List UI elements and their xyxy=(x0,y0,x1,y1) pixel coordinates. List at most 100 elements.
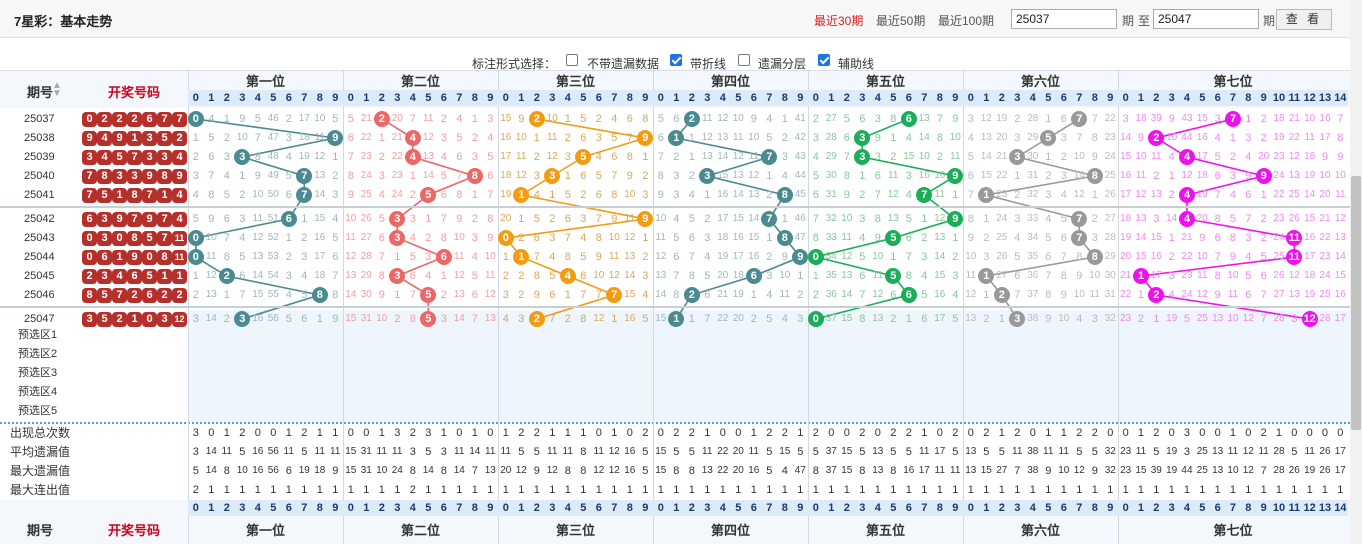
digit-footer: 6 xyxy=(1056,500,1072,516)
digit-footer: 6 xyxy=(436,500,452,516)
omission-cell: 1 xyxy=(502,251,509,263)
preselect-label[interactable]: 预选区2 xyxy=(18,348,58,360)
query-button[interactable]: 查 看 xyxy=(1276,9,1332,30)
preselect-label[interactable]: 预选区4 xyxy=(18,386,58,398)
omission-cell: 9 xyxy=(347,189,354,201)
stat-value: 37 xyxy=(825,446,837,457)
option-guide-checkbox[interactable] xyxy=(818,54,830,66)
omission-cell: 4 xyxy=(781,313,788,325)
hit-ball: 6 xyxy=(435,249,452,265)
stat-value: 0 xyxy=(828,427,835,439)
stat-value: 11 xyxy=(593,446,604,457)
omission-cell: 15 xyxy=(1150,232,1162,243)
hit-ball: 3 xyxy=(234,149,251,165)
hit-ball: 9 xyxy=(637,130,654,146)
option-layer-checkbox[interactable] xyxy=(738,54,750,66)
draw-number-ball: 3 xyxy=(82,150,97,165)
omission-cell: 1 xyxy=(704,189,711,201)
omission-cell: 56 xyxy=(267,313,279,324)
omission-cell: 10 xyxy=(655,213,667,224)
omission-cell: 2 xyxy=(642,170,649,182)
hit-ball: 1 xyxy=(978,268,995,284)
draw-number-ball: 3 xyxy=(97,212,112,227)
digit-header: 3 xyxy=(389,90,405,106)
preselect-label[interactable]: 预选区3 xyxy=(18,367,58,379)
omission-cell: 22 xyxy=(996,170,1008,181)
omission-cell: 18 xyxy=(717,232,729,243)
digit-header: 8 xyxy=(312,90,328,106)
position-header-4: 第四位 xyxy=(710,74,750,89)
stat-value: 1 xyxy=(549,484,556,496)
col-issue-header[interactable]: 期号 xyxy=(26,85,53,100)
sort-down-icon[interactable]: ▼ xyxy=(52,88,62,99)
omission-cell: 3 xyxy=(502,289,509,301)
preselect-label[interactable]: 预选区5 xyxy=(18,405,58,417)
range-30-link[interactable]: 最近30期 xyxy=(814,14,864,28)
hit-ball: 7 xyxy=(1071,211,1088,227)
omission-cell: 8 xyxy=(208,189,215,201)
issue-cell: 25042 xyxy=(24,213,55,225)
digit-footer: 6 xyxy=(281,500,297,516)
stat-value: 11 xyxy=(562,446,573,457)
digit-header: 4 xyxy=(715,90,731,106)
stat-value: 5 xyxy=(425,446,432,458)
draw-number-ball: 0 xyxy=(82,112,97,127)
omission-cell: 12 xyxy=(546,151,558,162)
omission-cell: 3 xyxy=(673,170,680,182)
to-issue-input[interactable]: 25047 xyxy=(1153,9,1259,29)
omission-cell: 10 xyxy=(484,251,496,262)
stat-value: 26 xyxy=(1319,465,1331,476)
omission-cell: 15 xyxy=(1196,113,1208,124)
omission-cell: 6 xyxy=(301,313,308,325)
omission-cell: 3 xyxy=(673,189,680,201)
group-divider xyxy=(0,206,1350,208)
stat-value: 20 xyxy=(500,465,512,476)
omission-cell: 3 xyxy=(595,132,602,144)
draw-number-ball: 2 xyxy=(112,112,127,127)
option-no-omission-checkbox[interactable] xyxy=(566,54,578,66)
stat-value: 11 xyxy=(314,446,325,457)
omission-cell: 1 xyxy=(285,232,292,244)
omission-cell: 4 xyxy=(502,313,509,325)
hit-ball: 5 xyxy=(420,187,437,203)
scrollbar-thumb[interactable] xyxy=(1351,176,1361,430)
omission-cell: 2 xyxy=(285,251,292,263)
omission-cell: 22 xyxy=(1104,113,1116,124)
sort-icon[interactable]: ▲ xyxy=(52,80,62,91)
omission-cell: 20 xyxy=(1319,189,1331,200)
stat-value: 1 xyxy=(719,484,726,496)
omission-cell: 19 xyxy=(298,151,310,162)
digit-header: 3 xyxy=(1164,90,1180,106)
omission-cell: 18 xyxy=(1304,270,1316,281)
omission-cell: 1 xyxy=(1045,151,1052,163)
omission-cell: 25 xyxy=(1104,170,1116,181)
stat-value: 3 xyxy=(192,446,199,458)
omission-cell: 1 xyxy=(688,151,695,163)
range-100-link[interactable]: 最近100期 xyxy=(938,14,995,28)
from-issue-input[interactable]: 25037 xyxy=(1011,9,1117,29)
digit-footer: 6 xyxy=(1210,500,1226,516)
omission-cell: 35 xyxy=(1027,251,1039,262)
stat-value: 0 xyxy=(270,427,277,439)
stat-value: 0 xyxy=(874,427,881,439)
preselect-label[interactable]: 预选区1 xyxy=(18,329,58,341)
range-50-link[interactable]: 最近50期 xyxy=(876,14,926,28)
omission-cell: 3 xyxy=(1091,232,1098,244)
omission-cell: 1 xyxy=(1260,189,1267,201)
omission-cell: 36 xyxy=(1027,270,1039,281)
digit-header: 0 xyxy=(343,90,359,106)
omission-cell: 5 xyxy=(673,232,680,244)
digit-header: 9 xyxy=(1256,90,1272,106)
omission-cell: 8 xyxy=(642,113,649,125)
stat-value: 5 xyxy=(797,446,804,458)
omission-cell: 5 xyxy=(564,189,571,201)
digit-header: 9 xyxy=(947,90,963,106)
digit-header: 5 xyxy=(730,90,746,106)
omission-cell: 16 xyxy=(1319,113,1331,124)
omission-cell: 4 xyxy=(673,213,680,225)
digit-header: 9 xyxy=(327,90,343,106)
draw-number-ball: 3 xyxy=(97,269,112,284)
option-polyline-checkbox[interactable] xyxy=(670,54,682,66)
digit-footer: 1 xyxy=(513,500,529,516)
omission-cell: 6 xyxy=(378,232,385,244)
